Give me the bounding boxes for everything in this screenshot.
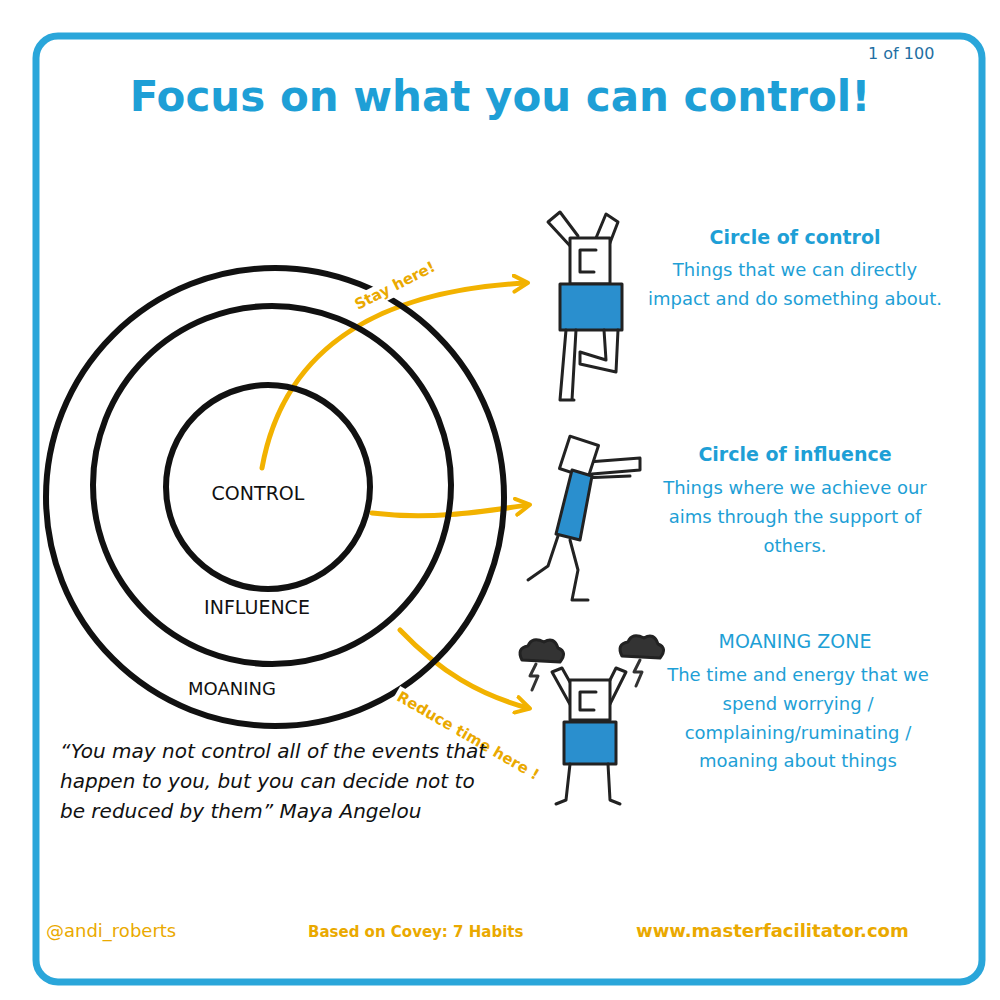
footer-url: www.masterfacilitator.com xyxy=(636,920,909,943)
title: Focus on what you can control! xyxy=(40,72,960,121)
circle-label: MOANING xyxy=(188,678,276,699)
zone-description: Things that we can directly impact and d… xyxy=(645,256,945,314)
zone-heading: MOANING ZONE xyxy=(645,630,945,654)
zone-description: The time and energy that we spend worryi… xyxy=(648,661,948,776)
zone-heading: Circle of influence xyxy=(645,443,945,467)
frame xyxy=(36,36,982,982)
circle-line xyxy=(46,268,504,726)
footer-handle: @andi_roberts xyxy=(46,920,176,943)
circle-label: INFLUENCE xyxy=(204,596,310,618)
circle-line xyxy=(93,306,451,664)
pushing-figure xyxy=(528,436,640,600)
page-number: 1 of 100 xyxy=(868,44,968,64)
influence-circle: INFLUENCE CONTROL xyxy=(90,303,454,667)
footer-source: Based on Covey: 7 Habits xyxy=(308,923,523,942)
circle-label: CONTROL xyxy=(212,482,305,504)
zone-description: Things where we achieve our aims through… xyxy=(645,474,945,560)
circle-line xyxy=(166,385,370,589)
stormy-figure xyxy=(520,636,664,804)
control-circle: CONTROL xyxy=(163,382,373,592)
quote: “You may not control all of the events t… xyxy=(60,736,490,826)
moaning-circle: MOANING INFLUENCE CONTROL xyxy=(43,265,507,729)
calm-figure xyxy=(548,212,622,400)
zone-heading: Circle of control xyxy=(645,226,945,250)
